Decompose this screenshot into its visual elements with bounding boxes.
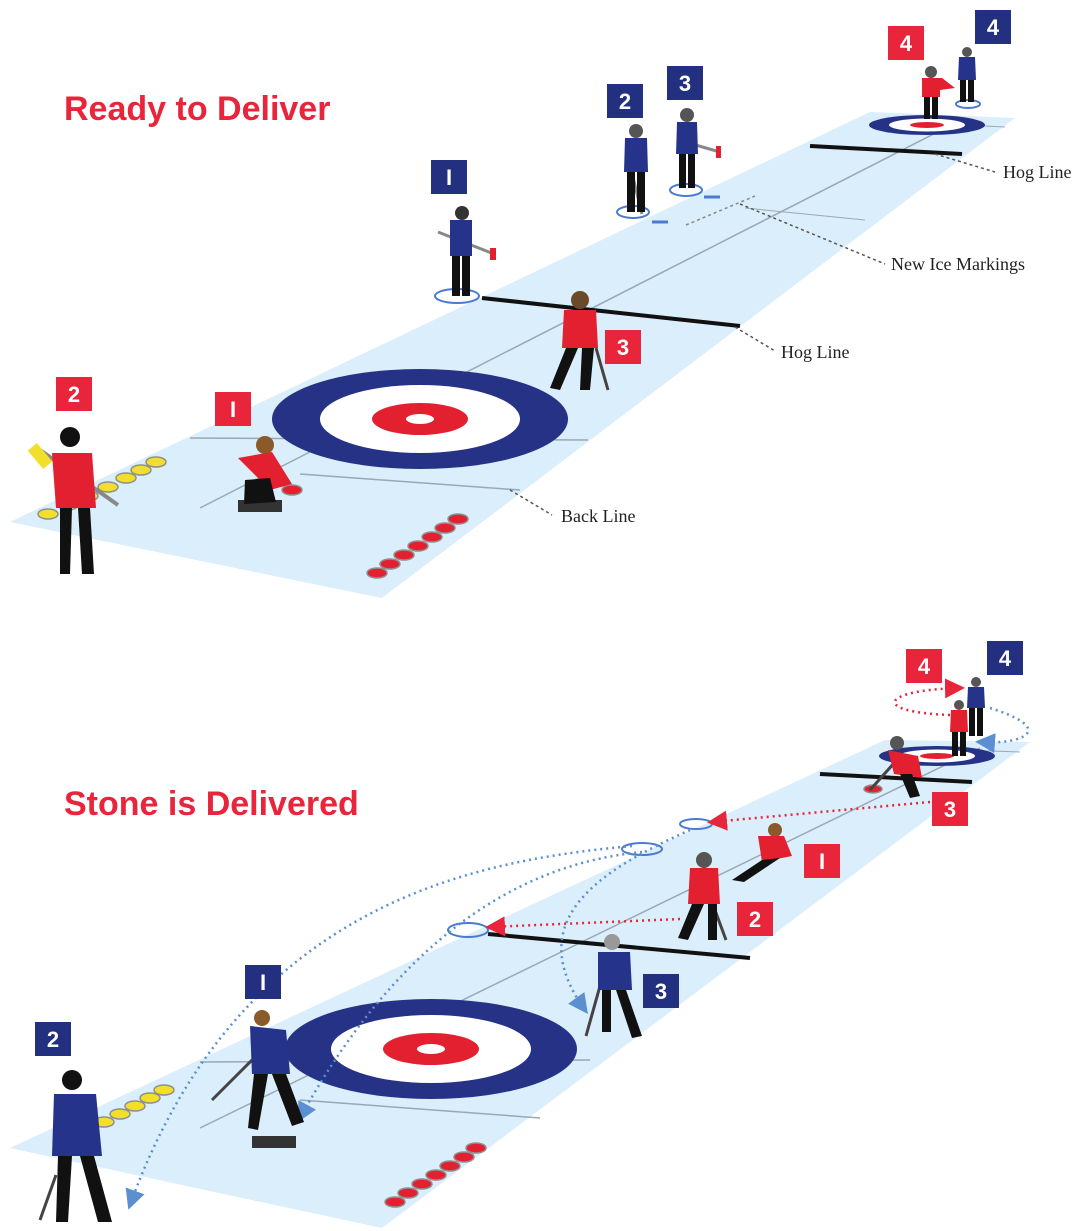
house-near [272,369,568,469]
movement-arrow-red [485,916,681,937]
player-red-2-skip [27,427,120,574]
leader-back-line [509,489,553,516]
badge-red-4: 4 [888,26,924,60]
svg-text:4: 4 [918,654,931,679]
leader-hog-line-near [734,326,776,352]
player-blue-2-sweeper [624,124,648,215]
svg-text:2: 2 [619,89,631,114]
badge-red-1: I [215,392,251,426]
badge-blue-2: 2 [35,1022,71,1056]
panel1-title: Ready to Deliver [64,90,330,128]
badge-blue-2: 2 [607,84,643,118]
movement-arrow-blue [125,844,633,1210]
player-blue-3-vice [584,934,642,1038]
badge-red-3: 3 [932,792,968,826]
leader-new-ice-markings [739,203,886,265]
svg-text:I: I [260,970,266,995]
house-near [285,999,577,1099]
label-hog-line-far: Hog Line [1003,162,1071,182]
badge-blue-1: I [431,160,467,194]
leader-new-ice-markings [685,195,756,226]
player-red-4-skip [922,66,955,119]
svg-text:3: 3 [944,797,956,822]
badge-red-4: 4 [906,649,942,683]
player-red-3-vice [550,291,610,391]
label-new-ice-markings: New Ice Markings [891,254,1025,274]
panel2-title: Stone is Delivered [64,785,359,823]
leader-hog-line-far [934,153,996,173]
ice-marking [621,842,663,856]
ice-sheet [10,740,1030,1228]
badge-red-1: I [804,844,840,878]
movement-arrow-blue [560,828,691,1015]
svg-text:I: I [446,165,452,190]
player-blue-4-skip [958,47,976,102]
panel-ready-to-deliver: Ready to Deliver [10,10,1071,598]
svg-text:4: 4 [987,15,1000,40]
player-red-2-sweeper [678,852,728,941]
svg-text:I: I [819,849,825,874]
red-stones [384,1142,487,1208]
badge-blue-1: I [245,965,281,999]
delivered-stone [281,484,303,496]
ice-sheet [10,112,1015,598]
hack [252,1136,296,1148]
player-red-3-thrower [868,736,922,798]
badge-blue-3: 3 [667,66,703,100]
svg-text:I: I [230,397,236,422]
badge-red-2: 2 [56,377,92,411]
player-blue-1-sweeper [210,1010,304,1130]
svg-text:4: 4 [999,646,1012,671]
svg-text:4: 4 [900,31,913,56]
movement-arrow-blue [975,706,1030,754]
movement-arrow-red [893,678,965,717]
hog-line-far [819,772,973,784]
hog-line-near [481,296,741,328]
far-tee-line [744,207,866,221]
svg-text:2: 2 [47,1027,59,1052]
player-blue-2-skip [38,1070,112,1222]
hog-line-far [809,144,963,156]
svg-text:2: 2 [68,382,80,407]
label-hog-line-near: Hog Line [781,342,849,362]
svg-text:2: 2 [749,907,761,932]
panel-stone-is-delivered: Stone is Delivered [10,641,1030,1228]
hog-line-near [487,932,751,960]
back-line [299,1099,541,1119]
player-red-4-vice [950,700,968,756]
red-stones [366,513,469,579]
movement-arrow-red [707,800,931,831]
badge-blue-4: 4 [975,10,1011,44]
back-line [299,473,521,491]
movement-arrow-blue [297,850,643,1123]
badge-red-3: 3 [605,330,641,364]
svg-text:3: 3 [679,71,691,96]
badge-blue-4: 4 [987,641,1023,675]
badge-blue-3: 3 [643,974,679,1008]
player-red-1-thrower [238,436,292,504]
yellow-stones [93,1084,175,1128]
player-blue-3-vice [676,108,721,188]
badge-red-2: 2 [737,902,773,936]
player-red-1-sweeper [732,823,792,882]
player-blue-4-skip [967,677,985,736]
svg-text:3: 3 [617,335,629,360]
house-far [869,115,985,135]
player-blue-1-sweeper [437,206,496,296]
label-back-line: Back Line [561,506,635,526]
svg-text:3: 3 [655,979,667,1004]
